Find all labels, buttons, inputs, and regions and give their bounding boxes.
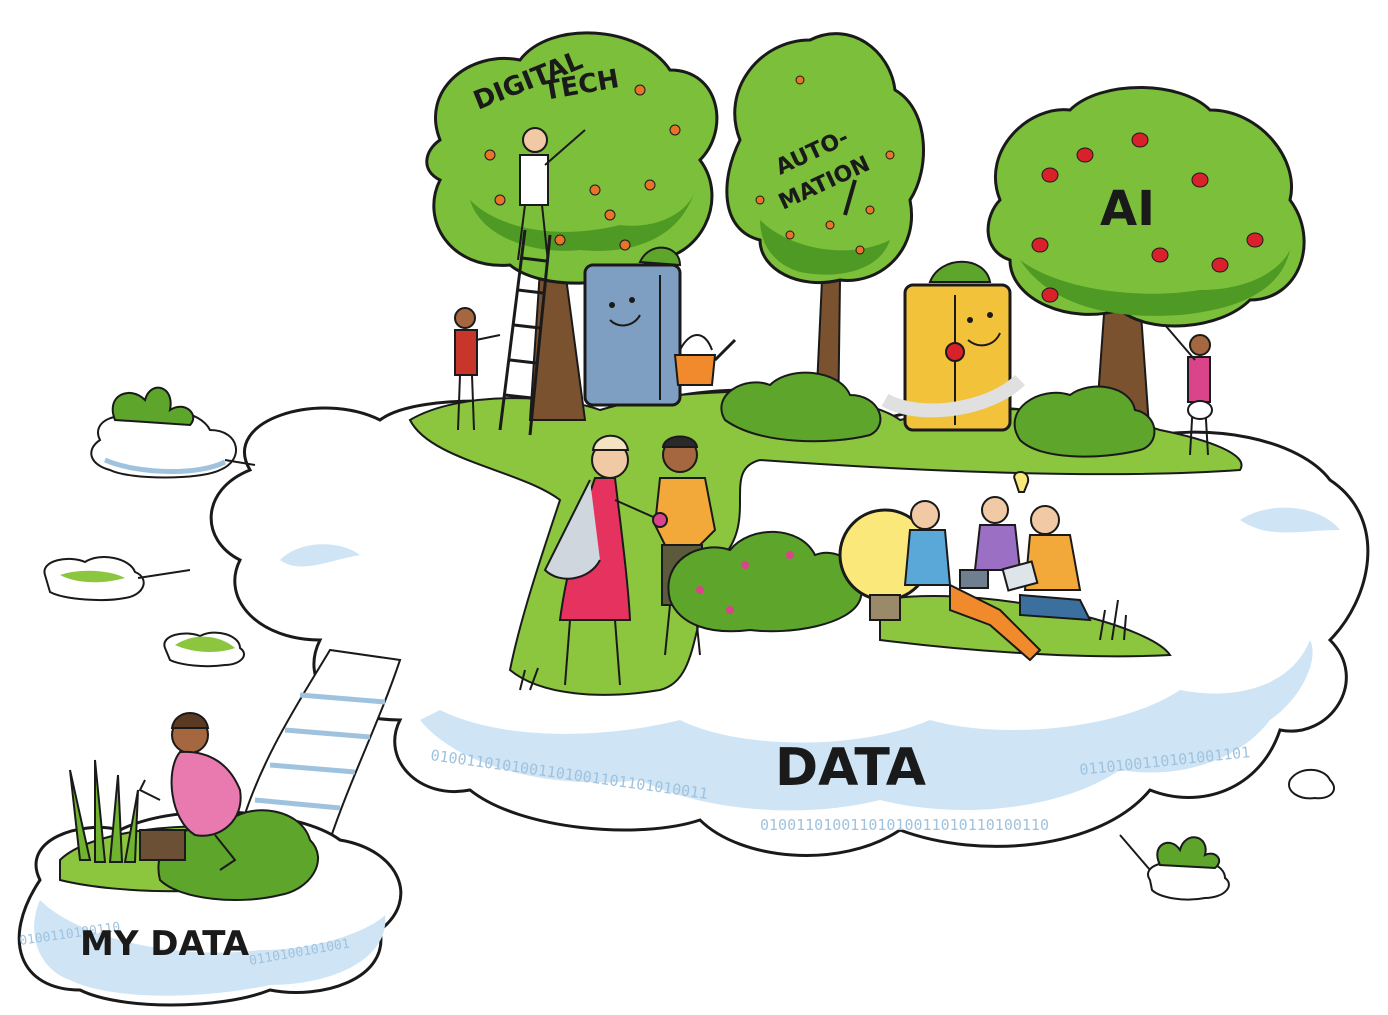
watering-can bbox=[673, 334, 737, 386]
person-at-ladder-base bbox=[454, 307, 501, 431]
mini-cloud-top-left bbox=[90, 386, 256, 479]
tree-automation: AUTO- MATION bbox=[725, 32, 925, 431]
mini-cloud-bottom-right bbox=[1119, 834, 1230, 901]
group-sitting bbox=[903, 496, 1092, 662]
person-on-ladder bbox=[517, 127, 586, 263]
mini-cloud-low-left bbox=[163, 631, 245, 668]
bush-automation bbox=[720, 371, 882, 443]
tree-ai: AI bbox=[986, 86, 1306, 441]
reeds bbox=[69, 759, 139, 863]
yellow-robot bbox=[881, 260, 1025, 432]
person-picking-ai bbox=[1164, 324, 1213, 456]
bush-ai bbox=[1013, 385, 1156, 458]
fridge-robot bbox=[583, 246, 682, 407]
ladder bbox=[498, 229, 552, 436]
mini-cloud-right bbox=[1288, 768, 1335, 800]
binary-texture: 01001101001101010011010110100110 bbox=[760, 816, 1049, 834]
label-data: DATA bbox=[775, 738, 926, 798]
center-hedge bbox=[667, 530, 863, 633]
mini-cloud-mid-left bbox=[43, 556, 191, 601]
woman-in-pink-dress bbox=[543, 434, 661, 686]
cloud-stairs bbox=[238, 648, 402, 842]
label-ai: AI bbox=[1100, 181, 1155, 237]
label-my-data: MY DATA bbox=[80, 924, 250, 964]
grass-tufts bbox=[519, 599, 1127, 691]
tree-digital-tech: DIGITAL TECH bbox=[425, 31, 719, 421]
gardener-woman bbox=[138, 712, 242, 871]
